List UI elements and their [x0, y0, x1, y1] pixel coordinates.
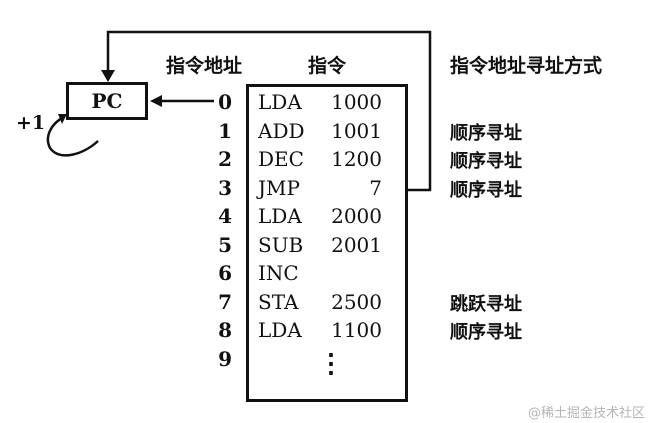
- row-address: 5: [218, 232, 232, 257]
- increment-label: +1: [16, 112, 46, 134]
- row-operand: 1100: [331, 318, 382, 342]
- row-opcode: ADD: [258, 118, 305, 143]
- row-operand: 1001: [331, 118, 382, 143]
- increment-arrowhead: [58, 114, 67, 124]
- row-address: 3: [218, 175, 232, 200]
- row-operand: 2500: [331, 289, 382, 314]
- instruction-memory: [246, 84, 408, 402]
- row-operand: 7: [369, 175, 382, 200]
- pc-label: PC: [91, 89, 123, 113]
- jump-feedback-arrowhead: [101, 70, 115, 82]
- instruction-column-header: 指令: [308, 55, 347, 77]
- row-addressing-mode: 顺序寻址: [450, 322, 522, 343]
- row-operand: 2000: [331, 204, 382, 228]
- row-address: 1: [218, 118, 232, 143]
- pc-register: PC: [66, 82, 148, 120]
- row-address: 6: [218, 261, 232, 285]
- row-opcode: LDA: [258, 318, 302, 342]
- row-operand: 2001: [331, 232, 382, 257]
- row-addressing-mode: 顺序寻址: [450, 179, 522, 201]
- watermark: @稀土掘金技术社区: [528, 406, 646, 421]
- continuation-dots: ⋮: [318, 349, 344, 379]
- row-address: 4: [218, 204, 232, 228]
- row-opcode: LDA: [258, 90, 302, 114]
- increment-curve: [46, 116, 99, 157]
- row-address: 2: [218, 147, 232, 171]
- row-opcode: STA: [258, 289, 299, 314]
- address-to-pc-arrowhead: [150, 95, 162, 107]
- jump-feedback-line: [106, 30, 432, 192]
- row-address: 9: [218, 346, 232, 371]
- row-operand: 1200: [331, 147, 382, 171]
- row-opcode: SUB: [258, 232, 304, 257]
- row-address: 8: [218, 318, 232, 342]
- row-address: 7: [218, 289, 232, 314]
- row-operand: 1000: [331, 90, 382, 114]
- address-column-header: 指令地址: [166, 55, 243, 77]
- row-opcode: DEC: [258, 147, 304, 171]
- row-opcode: LDA: [258, 204, 302, 228]
- row-opcode: JMP: [258, 175, 300, 200]
- addressing-mode-header: 指令地址寻址方式: [450, 55, 603, 77]
- row-address: 0: [218, 90, 232, 114]
- row-addressing-mode: 跳跃寻址: [450, 293, 522, 315]
- row-opcode: INC: [258, 261, 299, 285]
- row-addressing-mode: 顺序寻址: [450, 122, 522, 144]
- row-addressing-mode: 顺序寻址: [450, 151, 522, 172]
